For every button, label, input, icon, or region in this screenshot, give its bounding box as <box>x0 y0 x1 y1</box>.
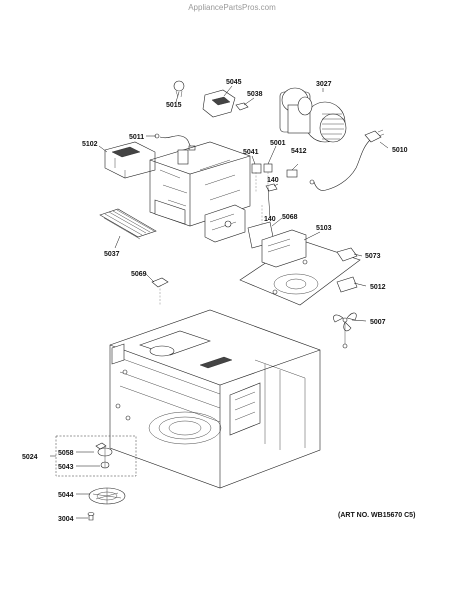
callout-3027: 3027 <box>316 81 332 88</box>
callout-5011: 5011 <box>129 134 144 141</box>
turntable-support-group <box>55 435 137 477</box>
callout-5412: 5412 <box>291 148 307 155</box>
art-number: (ART NO. WB15670 C5) <box>338 512 416 519</box>
roller-ring-5044 <box>88 487 126 505</box>
part-5412 <box>286 169 298 178</box>
clip-5038 <box>235 102 249 111</box>
callout-5068: 5068 <box>282 214 298 221</box>
grille-filter-5037 <box>99 208 157 240</box>
top-bracket-5045 <box>202 89 236 118</box>
fan-blade-5007 <box>333 312 357 349</box>
callout-5024: 5024 <box>22 454 38 461</box>
callout-5044: 5044 <box>58 492 74 499</box>
callout-5010: 5010 <box>392 147 408 154</box>
callout-5069: 5069 <box>131 271 147 278</box>
callout-5038: 5038 <box>247 91 263 98</box>
callout-3004: 3004 <box>58 516 74 523</box>
switch-5073 <box>336 247 358 262</box>
callout-5007: 5007 <box>370 319 386 326</box>
callout-140-lower: 140 <box>264 216 276 223</box>
watermark-text: AppliancePartsPros.com <box>188 3 276 12</box>
callout-5037: 5037 <box>104 251 120 258</box>
callout-5102: 5102 <box>82 141 98 148</box>
callout-5058: 5058 <box>58 450 74 457</box>
latch-5012 <box>336 276 358 293</box>
callout-5001: 5001 <box>270 140 286 147</box>
callout-5015: 5015 <box>166 102 182 109</box>
callout-5103: 5103 <box>316 225 332 232</box>
blower-motor-assembly <box>279 87 347 143</box>
callout-5043: 5043 <box>58 464 74 471</box>
power-cord-5010 <box>309 129 385 191</box>
wire-harness-5011 <box>154 133 196 151</box>
sensor-5069 <box>151 277 169 288</box>
upper-chassis-frame <box>149 141 251 243</box>
callout-5012: 5012 <box>370 284 386 291</box>
relay-5041 <box>251 163 262 174</box>
knob-5015 <box>173 80 185 98</box>
callout-5045: 5045 <box>226 79 242 86</box>
base-plate-5103 <box>239 229 361 306</box>
oven-cavity <box>109 309 321 489</box>
callout-5041: 5041 <box>243 149 259 156</box>
screw-3004 <box>87 512 95 521</box>
callout-140-upper: 140 <box>267 177 279 184</box>
vent-housing-5102 <box>104 141 156 179</box>
leader-lines <box>50 85 389 519</box>
callout-5073: 5073 <box>365 253 381 260</box>
part-5001 <box>263 163 273 173</box>
